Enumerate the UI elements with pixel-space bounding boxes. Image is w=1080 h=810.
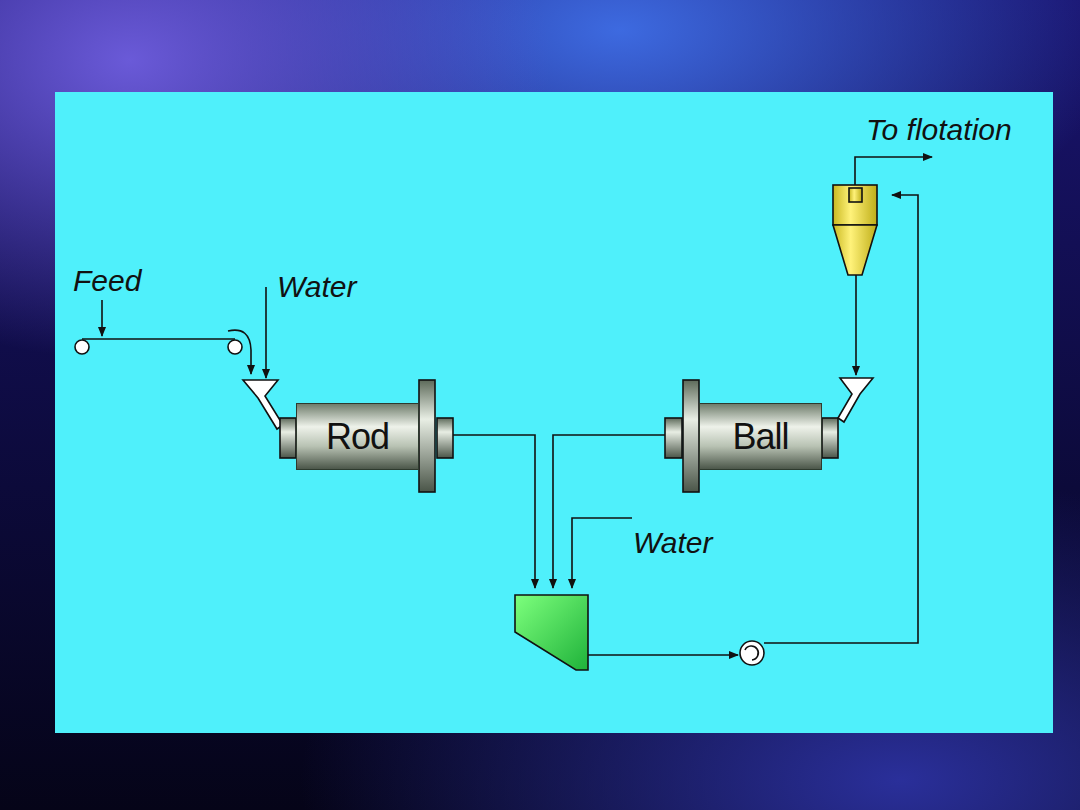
outlet-label: To flotation bbox=[866, 113, 1012, 147]
mill-label: Rod bbox=[326, 416, 389, 458]
water-label: Water bbox=[277, 270, 356, 304]
rod-mill: Rod bbox=[296, 403, 419, 470]
feed-label: Feed bbox=[73, 264, 141, 298]
ball-mill: Ball bbox=[699, 403, 822, 470]
mill-label: Ball bbox=[732, 416, 788, 458]
water-label: Water bbox=[633, 526, 712, 560]
